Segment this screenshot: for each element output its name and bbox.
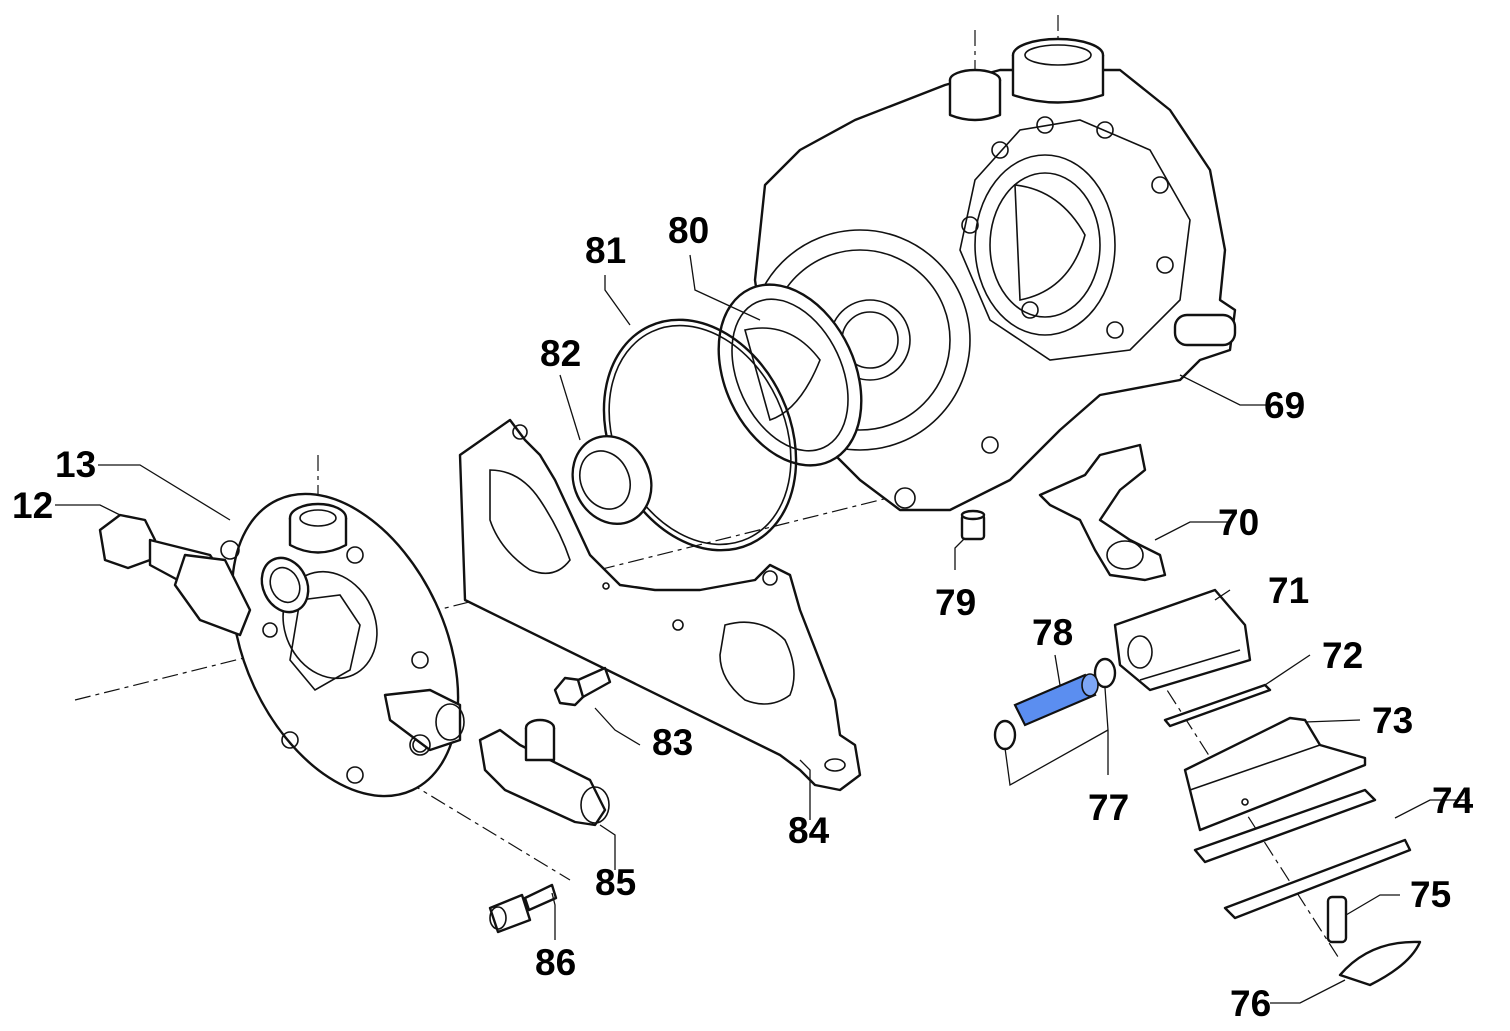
small-plug-part-79[interactable] <box>960 509 986 541</box>
callout-80: 80 <box>668 210 709 251</box>
callout-86: 86 <box>535 942 576 983</box>
callout-70: 70 <box>1218 502 1259 543</box>
callout-69: 69 <box>1264 385 1305 426</box>
callout-83: 83 <box>652 722 693 763</box>
piston-part-71[interactable] <box>1113 588 1252 692</box>
callout-77: 77 <box>1088 787 1129 828</box>
seal-part-82[interactable] <box>559 423 666 537</box>
thin-disc-part-72[interactable] <box>1163 683 1272 728</box>
callout-labels: 12 13 69 70 71 72 73 74 75 76 77 78 79 8… <box>12 210 1474 1024</box>
diaphragm-holder-part-73[interactable] <box>1183 716 1367 832</box>
diaphragm-part-74[interactable] <box>1193 788 1412 920</box>
flange-cover-part-13[interactable] <box>187 458 503 833</box>
stud-part-75[interactable] <box>1326 895 1348 944</box>
callout-72: 72 <box>1322 635 1363 676</box>
callout-74: 74 <box>1432 780 1474 821</box>
callout-81: 81 <box>585 230 626 271</box>
callout-78: 78 <box>1032 612 1073 653</box>
callout-71: 71 <box>1268 570 1309 611</box>
callout-75: 75 <box>1410 874 1451 915</box>
callout-79: 79 <box>935 582 976 623</box>
valve-fitting-part-85[interactable] <box>383 688 610 827</box>
callout-76: 76 <box>1230 983 1271 1024</box>
pump-body-part-69[interactable] <box>749 37 1237 512</box>
callout-73: 73 <box>1372 700 1413 741</box>
callout-85: 85 <box>595 862 636 903</box>
leader-lines <box>55 254 1470 1004</box>
callout-84: 84 <box>788 810 830 851</box>
callout-12: 12 <box>12 485 53 526</box>
pin-part-78-highlighted[interactable] <box>1013 673 1099 727</box>
disc-part-80[interactable] <box>691 261 889 488</box>
bolt-part-83[interactable] <box>553 666 612 707</box>
socket-screw-part-86[interactable] <box>488 883 558 934</box>
plate-part-76[interactable] <box>1338 940 1422 987</box>
plug-part-12[interactable] <box>98 513 252 637</box>
callout-13: 13 <box>55 444 96 485</box>
callout-82: 82 <box>540 333 581 374</box>
connecting-rod-part-70[interactable] <box>1038 443 1167 582</box>
